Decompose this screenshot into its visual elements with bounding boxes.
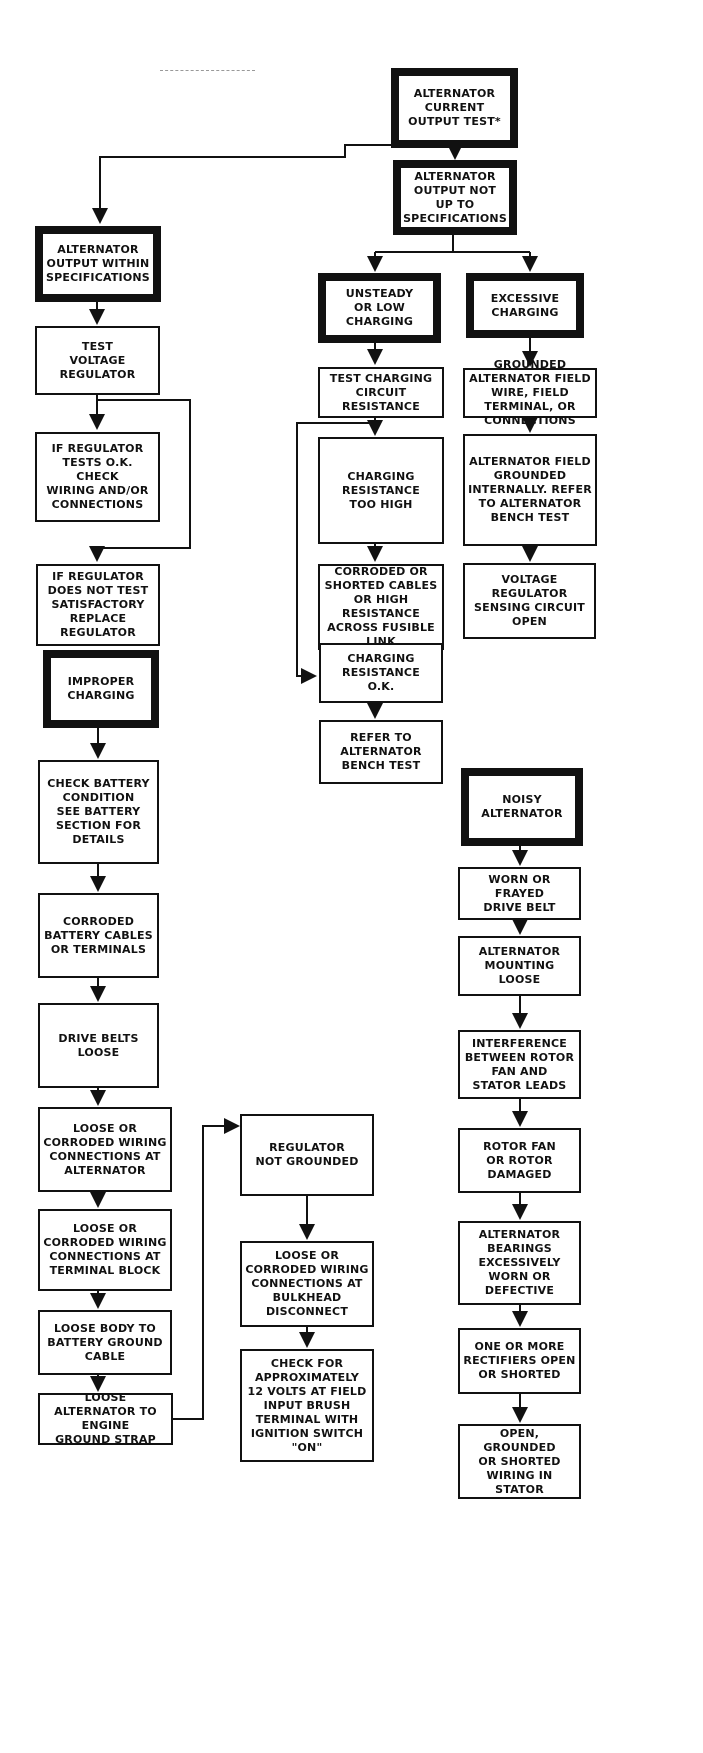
flow-box-rotor-damaged: ROTOR FAN OR ROTOR DAMAGED — [458, 1128, 581, 1193]
connector — [296, 422, 375, 684]
flow-box-rectifiers-open: ONE OR MORE RECTIFIERS OPEN OR SHORTED — [458, 1328, 581, 1394]
flow-box-corroded-shorted-cables: CORRODED OR SHORTED CABLES OR HIGH RESIS… — [318, 564, 444, 650]
connector — [89, 399, 191, 562]
flow-box-output-within-spec: ALTERNATOR OUTPUT WITHIN SPECIFICATIONS — [35, 226, 161, 302]
flow-box-check-battery-condition: CHECK BATTERY CONDITION SEE BATTERY SECT… — [38, 760, 159, 864]
flow-box-unsteady-or-low-charging: UNSTEADY OR LOW CHARGING — [318, 273, 441, 343]
flow-box-field-grounded-internally: ALTERNATOR FIELD GROUNDED INTERNALLY. RE… — [463, 434, 597, 546]
flow-box-excessive-charging: EXCESSIVE CHARGING — [466, 273, 584, 338]
flow-box-interference-rotor-fan: INTERFERENCE BETWEEN ROTOR FAN AND STATO… — [458, 1030, 581, 1099]
flow-box-output-not-up-to-spec: ALTERNATOR OUTPUT NOT UP TO SPECIFICATIO… — [393, 160, 517, 235]
connector — [92, 144, 455, 224]
flow-box-wiring-at-alternator: LOOSE OR CORRODED WIRING CONNECTIONS AT … — [38, 1107, 172, 1192]
flow-box-grounded-field-wire: GROUNDED ALTERNATOR FIELD WIRE, FIELD TE… — [463, 358, 597, 427]
flow-box-bearings-worn: ALTERNATOR BEARINGS EXCESSIVELY WORN OR … — [458, 1221, 581, 1305]
flow-box-charging-resistance-too-high: CHARGING RESISTANCE TOO HIGH — [318, 437, 444, 544]
flow-box-regulator-tests-ok: IF REGULATOR TESTS O.K. CHECK WIRING AND… — [35, 432, 160, 522]
flow-box-mounting-loose: ALTERNATOR MOUNTING LOOSE — [458, 936, 581, 996]
flow-box-test-charging-circuit-resistance: TEST CHARGING CIRCUIT RESISTANCE — [318, 367, 444, 418]
flow-box-wiring-at-terminal-block: LOOSE OR CORRODED WIRING CONNECTIONS AT … — [38, 1209, 172, 1291]
flow-box-charging-resistance-ok: CHARGING RESISTANCE O.K. — [319, 643, 443, 703]
flow-box-refer-bench-test: REFER TO ALTERNATOR BENCH TEST — [319, 720, 443, 784]
flow-box-check-12-volts: CHECK FOR APPROXIMATELY 12 VOLTS AT FIEL… — [240, 1349, 374, 1462]
flow-box-wiring-at-bulkhead: LOOSE OR CORRODED WIRING CONNECTIONS AT … — [240, 1241, 374, 1327]
flow-box-regulator-not-grounded: REGULATOR NOT GROUNDED — [240, 1114, 374, 1196]
flow-box-worn-drive-belt: WORN OR FRAYED DRIVE BELT — [458, 867, 581, 920]
flow-box-stator-wiring: OPEN, GROUNDED OR SHORTED WIRING IN STAT… — [458, 1424, 581, 1499]
flow-box-regulator-replace: IF REGULATOR DOES NOT TEST SATISFACTORY … — [36, 564, 160, 646]
flow-box-body-ground-cable: LOOSE BODY TO BATTERY GROUND CABLE — [38, 1310, 172, 1375]
flow-box-noisy-alternator: NOISY ALTERNATOR — [461, 768, 583, 846]
flow-box-engine-ground-strap: LOOSE ALTERNATOR TO ENGINE GROUND STRAP — [38, 1391, 173, 1446]
flow-box-test-voltage-regulator: TEST VOLTAGE REGULATOR — [35, 326, 160, 395]
flow-box-corroded-battery-cables: CORRODED BATTERY CABLES OR TERMINALS — [38, 893, 159, 978]
flow-box-drive-belts-loose: DRIVE BELTS LOOSE — [38, 1003, 159, 1088]
flow-box-improper-charging: IMPROPER CHARGING — [43, 650, 159, 728]
flow-box-alternator-current-output-test: ALTERNATOR CURRENT OUTPUT TEST* — [391, 68, 518, 148]
flow-box-sensing-circuit-open: VOLTAGE REGULATOR SENSING CIRCUIT OPEN — [463, 563, 596, 639]
connector — [173, 1118, 240, 1420]
stray-mark — [160, 70, 255, 71]
